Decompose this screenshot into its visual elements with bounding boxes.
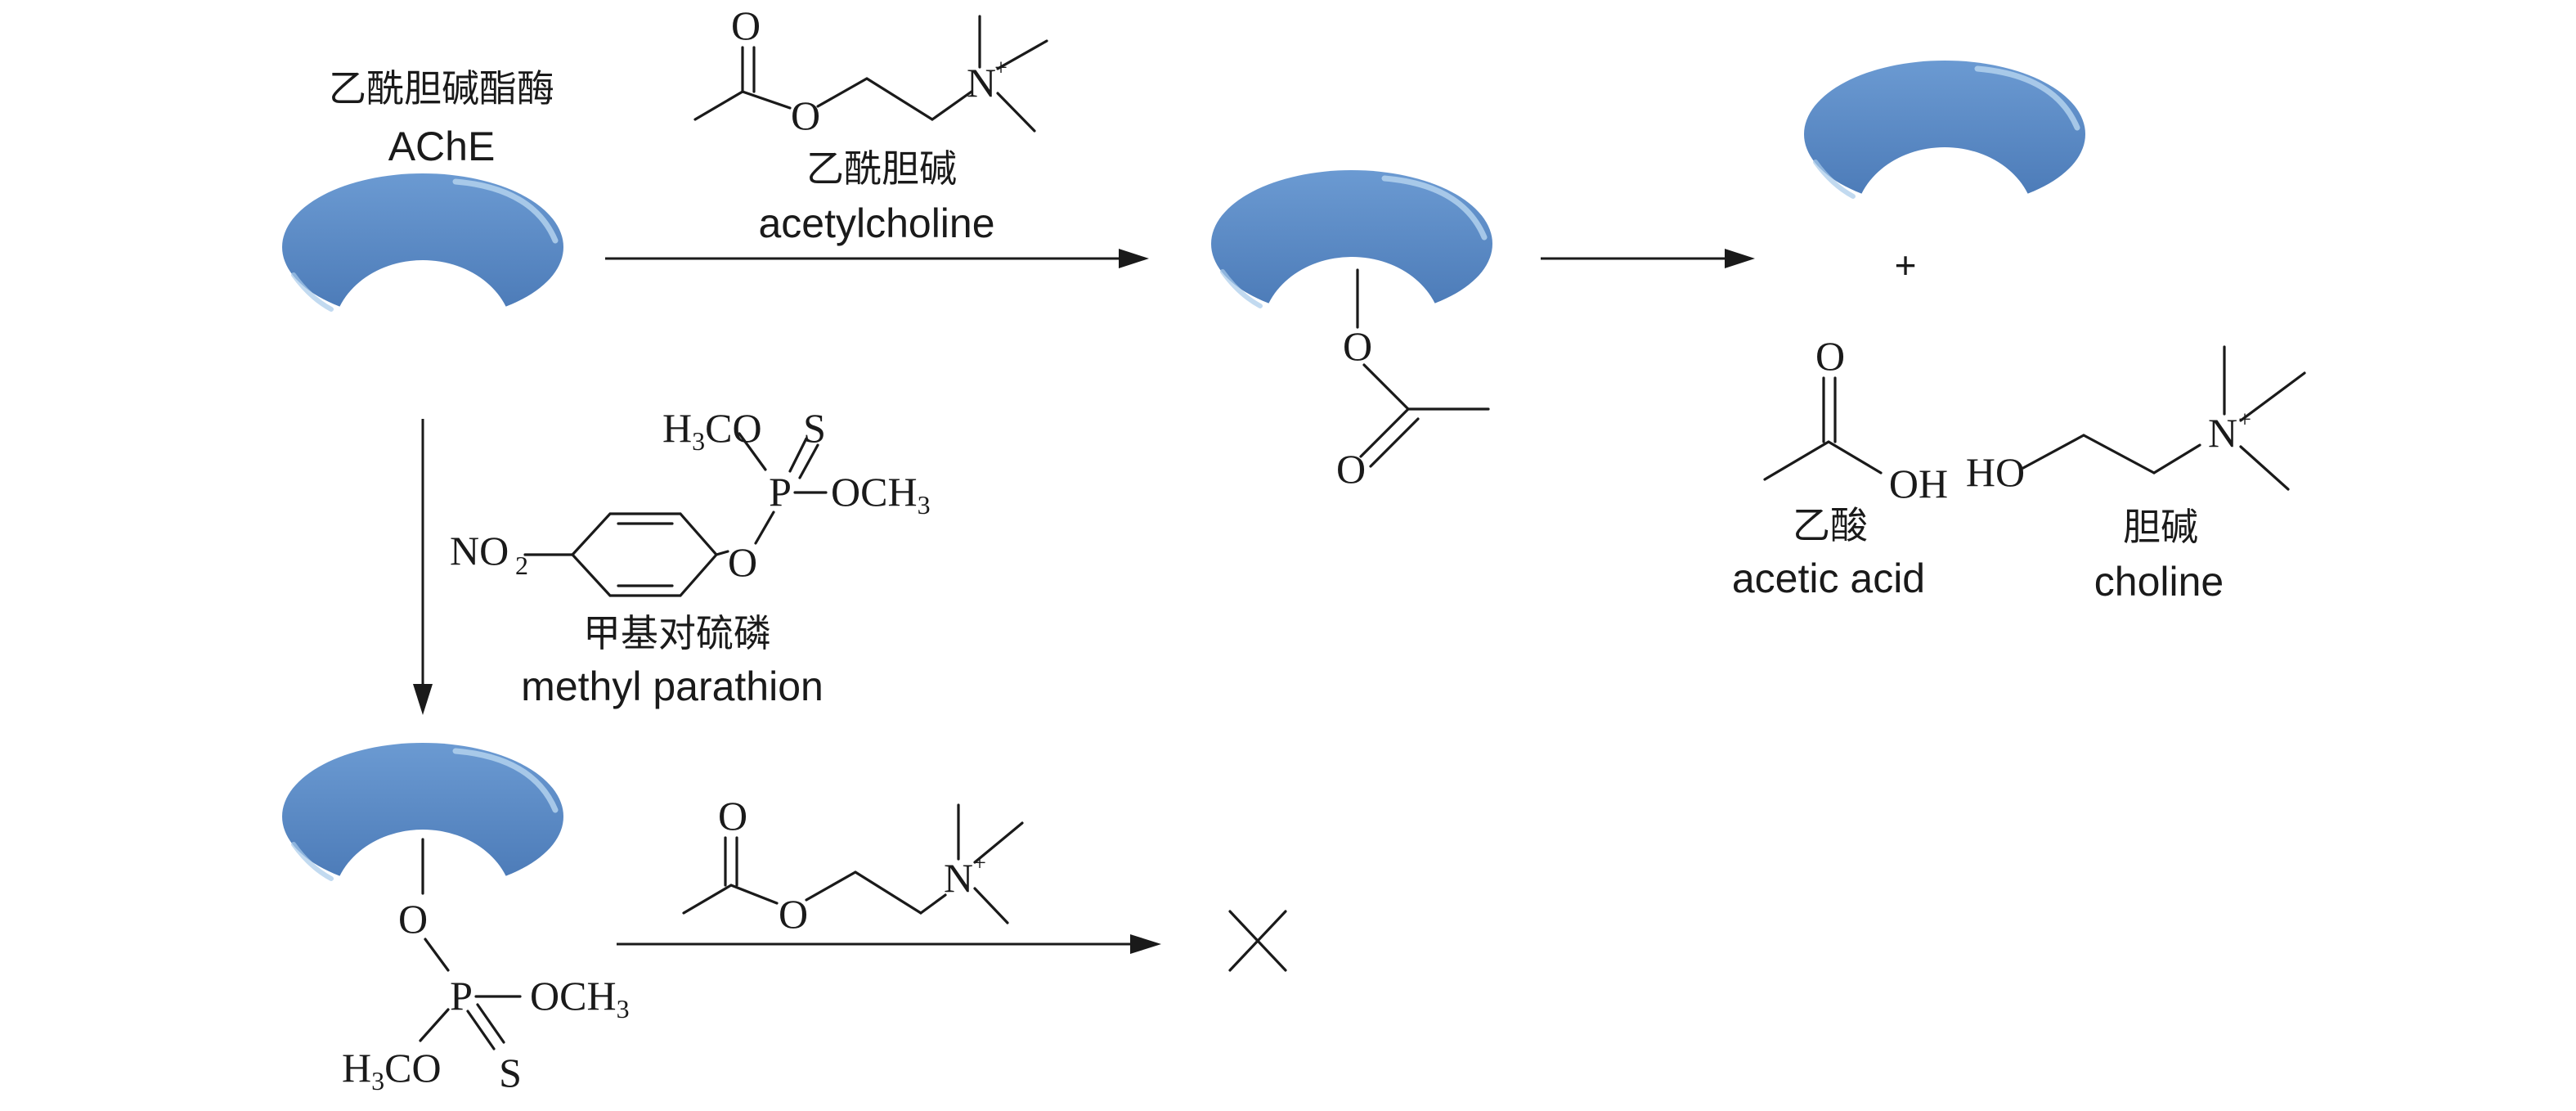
atom-label: H3CO (342, 1045, 442, 1095)
atom-label: N (944, 855, 973, 901)
enzyme-label-en: AChE (388, 124, 496, 169)
inhibitor-label-cn: 甲基对硫磷 (583, 611, 771, 655)
atom-label: O (1336, 446, 1366, 492)
atom-label: O (1343, 323, 1372, 369)
enzyme-label-cn: 乙酰胆碱酯酶 (329, 66, 554, 110)
charge-label: + (973, 851, 986, 876)
subscript: 3 (692, 426, 705, 456)
subscript: 3 (918, 490, 931, 520)
atom-label: OCH3 (530, 973, 630, 1023)
substrate-label-en: acetylcholine (758, 200, 994, 246)
charge-label: + (2238, 407, 2251, 433)
atom-label: O (779, 891, 808, 937)
atom-subscript: 2 (515, 551, 528, 580)
och-group: OCH (831, 469, 918, 515)
substrate-label-cn: 乙酰胆碱 (806, 146, 957, 191)
phosphorylated-enzyme: O P S OCH3 H3CO (342, 838, 630, 1095)
product2-label-cn: 胆碱 (2123, 505, 2198, 549)
co-group: CO (384, 1045, 441, 1091)
no-reaction-cross-icon (1228, 910, 1287, 972)
atom-label: O (398, 896, 428, 942)
atom-label: P (450, 973, 473, 1019)
h-symbol: H (342, 1045, 371, 1091)
product1-label-en: acetic acid (1732, 556, 1925, 601)
enzyme-free (282, 173, 563, 321)
och-group: OCH (530, 973, 617, 1019)
plus-sign: + (1895, 244, 1917, 286)
atom-label: P (769, 469, 792, 515)
subscript: 3 (371, 1066, 384, 1095)
atom-label: N (967, 60, 996, 106)
inhibitor-label-en: methyl parathion (521, 663, 824, 709)
co-group: CO (705, 405, 761, 451)
atom-label: S (803, 405, 826, 451)
atom-label: S (499, 1050, 522, 1095)
arrow-hydrolysis (1541, 249, 1755, 268)
acyl-enzyme-ester: O O (1336, 268, 1490, 492)
acetylcholine-structure-blocked: O O N + (682, 793, 1024, 937)
arrow-inhibition (413, 419, 433, 715)
acetylcholine-structure: O O N + (693, 2, 1048, 138)
h-symbol: H (662, 405, 692, 451)
product1-label-cn: 乙酸 (1793, 503, 1868, 547)
atom-label: O (718, 793, 747, 839)
enzyme-regenerated (1804, 61, 2085, 208)
enzyme-acylated (1211, 170, 1492, 317)
choline-structure: HO N + (1966, 345, 2306, 495)
subscript: 3 (617, 994, 630, 1023)
atom-label: O (1815, 333, 1845, 379)
atom-label: NO (450, 528, 509, 573)
atom-label: N (2208, 410, 2237, 456)
product2-label-en: choline (2094, 559, 2224, 605)
arrow-acylation (605, 249, 1149, 268)
atom-label: O (728, 539, 757, 585)
acetic-acid-structure: O OH (1763, 333, 1948, 506)
atom-label: OCH3 (831, 469, 931, 520)
atom-label: OH (1889, 461, 1948, 506)
charge-label: + (994, 56, 1008, 81)
atom-label: H3CO (662, 405, 762, 456)
methyl-parathion-structure: NO 2 O P S H3CO OCH3 (450, 405, 931, 597)
atom-label: O (791, 92, 820, 138)
atom-label: HO (1966, 449, 2025, 495)
atom-label: O (731, 2, 761, 48)
arrow-blocked (617, 934, 1161, 954)
